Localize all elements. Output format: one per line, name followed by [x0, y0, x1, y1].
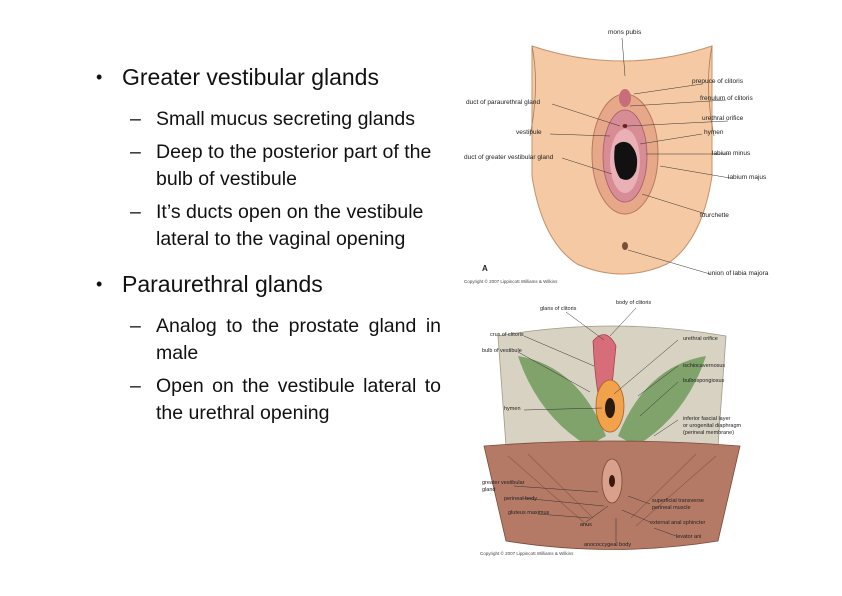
dash-icon: –	[130, 200, 141, 223]
dash-icon: –	[130, 140, 141, 163]
label-urethral-orifice: urethral orifice	[683, 336, 718, 342]
label-glans: glans of clitoris	[540, 306, 577, 312]
anatomy-figure-external: mons pubis prepuce of clitoris frenulum …	[462, 26, 782, 288]
section-heading: • Greater vestibular glands	[96, 62, 441, 92]
label-body: body of clitoris	[616, 300, 652, 306]
label-frenulum: frenulum of clitoris	[700, 95, 753, 102]
sub-point-text: Deep to the posterior part of the bulb o…	[156, 140, 432, 191]
external-illustration	[529, 37, 731, 275]
label-hymen: hymen	[504, 406, 521, 412]
label-superficial-1: superficial transverse	[652, 498, 704, 504]
copyright-notice: Copyright © 2007 Lippincott Williams & W…	[480, 551, 574, 556]
label-superficial-2: perineal muscle	[652, 505, 691, 511]
label-duct-greater: duct of greater vestibular gland	[464, 154, 554, 161]
dash-icon: –	[130, 374, 141, 397]
label-bulb: bulb of vestibule	[482, 348, 522, 354]
bullet-list: • Greater vestibular glands – Small mucu…	[96, 62, 441, 433]
label-perineal-body: perineal body	[504, 496, 538, 502]
label-sphincter: external anal sphincter	[650, 520, 706, 526]
label-anus: anus	[580, 522, 592, 528]
label-fascial-2: or urogenital diaphragm	[683, 423, 742, 429]
label-fourchette: fourchette	[700, 212, 729, 219]
sub-point: – It’s ducts open on the vestibule later…	[130, 199, 441, 254]
label-gvg-2: gland	[482, 487, 496, 493]
label-gluteus: gluteus maximus	[508, 510, 550, 516]
label-prepuce: prepuce of clitoris	[692, 78, 743, 85]
anatomy-figure-dissection: glans of clitoris body of clitoris crus …	[478, 296, 746, 558]
bullet-icon: •	[96, 67, 103, 87]
label-duct-paraurethral: duct of paraurethral gland	[466, 99, 541, 106]
label-mons-pubis: mons pubis	[608, 29, 642, 36]
sub-point: – Open on the vestibule lateral to the u…	[130, 373, 441, 428]
label-crus: crus of clitoris	[490, 332, 524, 338]
dissection-illustration	[483, 307, 741, 550]
copyright-notice: Copyright © 2007 Lippincott Williams & W…	[464, 279, 558, 284]
sub-point: – Small mucus secreting glands	[130, 106, 441, 134]
section-heading-text: Greater vestibular glands	[122, 64, 379, 90]
sub-point-text: Small mucus secreting glands	[156, 108, 416, 130]
label-levator: levator ani	[676, 534, 702, 540]
sub-point: – Deep to the posterior part of the bulb…	[130, 139, 441, 194]
label-fascial-3: (perineal membrane)	[683, 430, 735, 436]
sub-point: – Analog to the prostate gland in male	[130, 313, 441, 368]
label-fascial-1: inferior fascial layer	[683, 416, 731, 422]
label-urethral-orifice: urethral orifice	[702, 115, 744, 122]
label-vestibule: vestibule	[516, 129, 542, 136]
dash-icon: –	[130, 108, 141, 130]
panel-letter: A	[482, 264, 488, 273]
label-labium-minus: labium minus	[712, 150, 751, 157]
sub-point-text: It’s ducts open on the vestibule lateral…	[156, 200, 424, 251]
section-heading: • Paraurethral glands	[96, 269, 441, 299]
label-hymen: hymen	[704, 129, 724, 136]
section-heading-text: Paraurethral glands	[122, 270, 323, 297]
sub-point-text: Analog to the prostate gland in male	[156, 314, 441, 365]
sub-point-text: Open on the vestibule lateral to the ure…	[156, 374, 441, 425]
label-union: union of labia majora	[708, 270, 769, 277]
label-ischiocavernosus: ischiocavernosus	[683, 363, 726, 369]
dash-icon: –	[130, 314, 141, 337]
bullet-icon: •	[96, 273, 103, 294]
label-anococcygeal: anococcygeal body	[584, 542, 632, 548]
label-labium-majus: labium majus	[728, 174, 767, 181]
label-bulbospongiosus: bulbospongiosus	[683, 378, 725, 384]
label-gvg-1: greater vestibular	[482, 480, 525, 486]
